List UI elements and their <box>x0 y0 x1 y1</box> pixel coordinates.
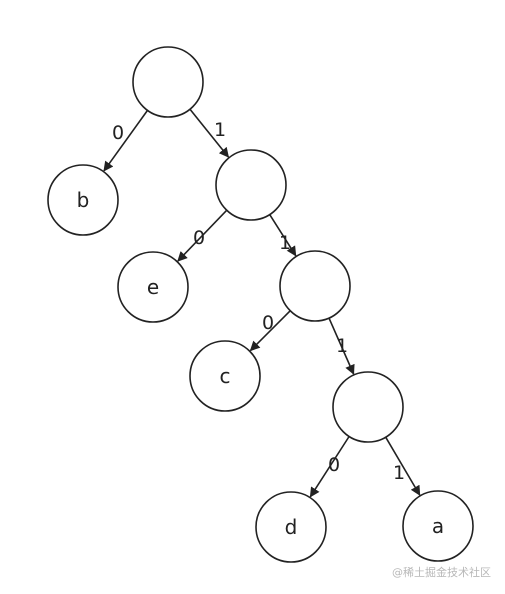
nodes-layer: b e c d a <box>47 46 474 563</box>
edge-n0-n2 <box>189 108 230 158</box>
node-circle <box>255 491 327 563</box>
tree-node-n6 <box>332 371 404 443</box>
edge-label-n0-n1: 0 <box>112 122 124 144</box>
tree-node-n3: e <box>117 251 189 323</box>
edge-n6-n7 <box>309 436 350 498</box>
node-circle <box>402 490 474 562</box>
edge-label-n2-n4: 1 <box>279 232 291 254</box>
watermark: @稀土掘金技术社区 <box>392 566 491 579</box>
node-circle <box>47 164 119 236</box>
tree-node-n4 <box>279 250 351 322</box>
edge-label-n0-n2: 1 <box>214 119 226 141</box>
node-circle <box>117 251 189 323</box>
node-circle <box>279 250 351 322</box>
edge-label-n6-n7: 0 <box>328 454 340 476</box>
node-label-c: c <box>220 364 231 388</box>
node-circle <box>132 46 204 118</box>
tree-node-n1: b <box>47 164 119 236</box>
edge-n4-n5 <box>249 310 291 352</box>
tree-node-n8: a <box>402 490 474 562</box>
edge-n2-n4 <box>269 214 297 257</box>
edge-label-n2-n3: 0 <box>193 227 205 249</box>
edge-n2-n3 <box>177 209 228 262</box>
node-label-e: e <box>147 275 159 299</box>
edge-label-n6-n8: 1 <box>393 462 405 484</box>
node-label-d: d <box>285 515 298 539</box>
edges-layer: 0 1 0 1 0 1 0 1 <box>103 108 421 498</box>
edge-n6-n8 <box>385 436 421 496</box>
edge-label-n4-n5: 0 <box>262 312 274 334</box>
tree-node-n5: c <box>189 340 261 412</box>
edge-label-n4-n6: 1 <box>336 335 348 357</box>
node-label-b: b <box>77 188 90 212</box>
node-circle <box>189 340 261 412</box>
tree-node-n0 <box>132 46 204 118</box>
node-circle <box>332 371 404 443</box>
node-circle <box>215 149 287 221</box>
tree-node-n2 <box>215 149 287 221</box>
node-label-a: a <box>432 514 444 538</box>
edge-n0-n1 <box>103 109 149 172</box>
edge-n4-n6 <box>328 317 355 375</box>
tree-node-n7: d <box>255 491 327 563</box>
